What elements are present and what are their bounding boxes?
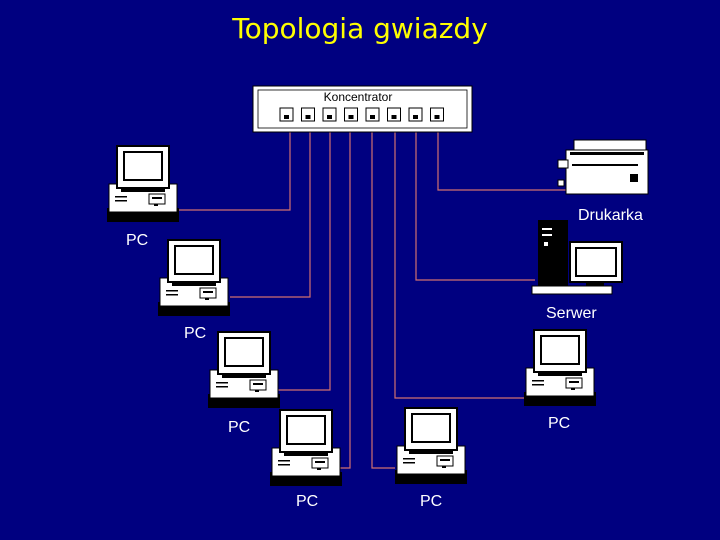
cable-pc-4 xyxy=(340,132,351,469)
diagram-title: Topologia gwiazdy xyxy=(232,12,488,45)
pc-3: PC xyxy=(207,331,281,436)
hub-port xyxy=(279,107,294,122)
pc-1: PC xyxy=(106,145,180,249)
pc-label: PC xyxy=(126,232,148,249)
hub-port xyxy=(365,107,380,122)
hub-port xyxy=(322,107,337,122)
hub-label: Koncentrator xyxy=(324,90,393,104)
pc-2: PC xyxy=(157,239,231,342)
hub-port xyxy=(344,107,358,122)
pc-label: PC xyxy=(184,325,206,342)
hub: Koncentrator xyxy=(252,85,473,133)
pc-icon xyxy=(269,409,343,487)
pc-5: PC xyxy=(394,407,468,510)
server-label: Serwer xyxy=(546,305,597,322)
cable-pc-6 xyxy=(394,132,527,399)
cable-pc-2 xyxy=(230,132,311,298)
pc-6: PC xyxy=(523,329,597,432)
printer-icon xyxy=(557,139,649,195)
pc-label: PC xyxy=(296,493,318,510)
cable-pc-3 xyxy=(278,132,331,391)
pc-icon xyxy=(523,329,597,407)
hub-ports xyxy=(279,107,444,122)
cable-printer xyxy=(437,132,572,191)
printer-label: Drukarka xyxy=(578,207,643,224)
pc-label: PC xyxy=(548,415,570,432)
pc-icon xyxy=(157,239,231,317)
pc-label: PC xyxy=(228,419,250,436)
cables xyxy=(175,132,572,469)
hub-port xyxy=(430,107,444,122)
pc-icon xyxy=(394,407,468,485)
hub-port xyxy=(387,107,401,122)
printer: Drukarka xyxy=(557,139,649,224)
pc-label: PC xyxy=(420,493,442,510)
hub-port xyxy=(301,107,315,122)
pc-icon xyxy=(207,331,281,409)
pc-icon xyxy=(106,145,180,223)
pc-4: PC xyxy=(269,409,343,510)
cable-pc-5 xyxy=(371,132,395,469)
cable-pc-1 xyxy=(175,132,291,211)
server: Serwer xyxy=(531,219,623,322)
hub-port xyxy=(408,107,423,122)
cable-server xyxy=(415,132,535,281)
server-icon xyxy=(531,219,623,295)
